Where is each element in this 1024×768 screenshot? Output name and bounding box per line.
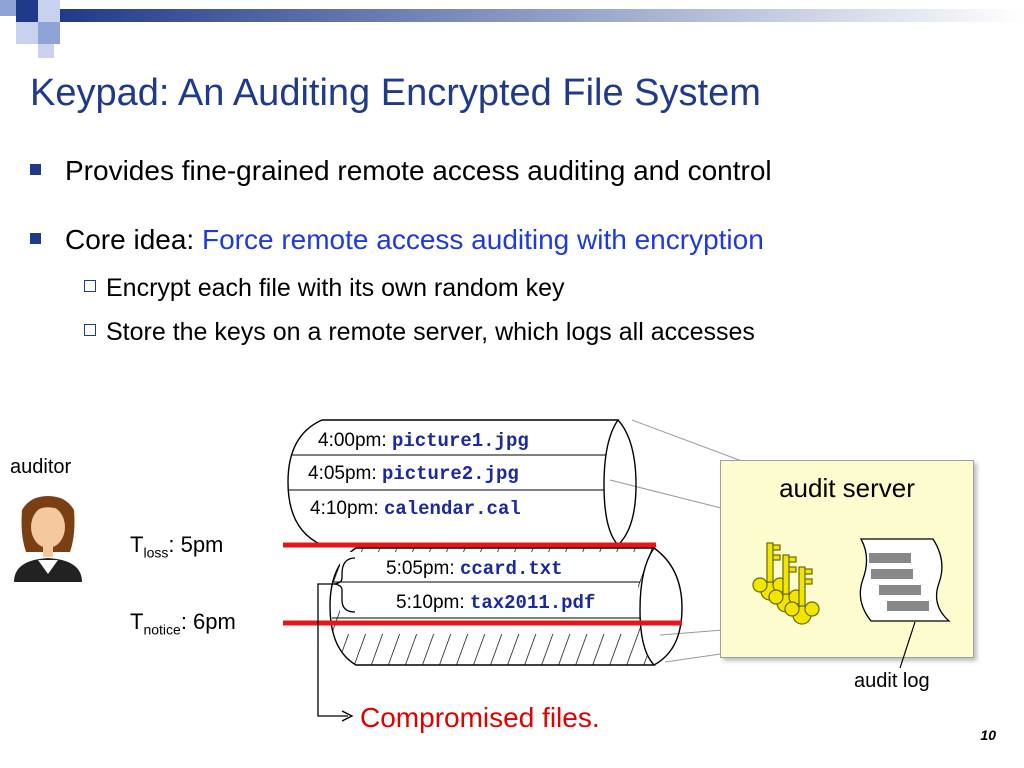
bullet-1: Provides fine-grained remote access audi… bbox=[30, 155, 772, 187]
slide-title: Keypad: An Auditing Encrypted File Syste… bbox=[30, 72, 761, 114]
core-idea-highlight: Force remote access auditing with encryp… bbox=[201, 224, 764, 255]
square-bullet-icon bbox=[30, 233, 41, 245]
keys-icon bbox=[752, 542, 820, 625]
square-bullet-icon bbox=[30, 164, 41, 176]
hollow-square-bullet-icon bbox=[84, 324, 96, 337]
audit-server-box: audit server bbox=[720, 460, 974, 658]
audit-server-title: audit server bbox=[779, 473, 915, 503]
log-entry: 4:00pm: picture1.jpg bbox=[318, 430, 529, 452]
log-entry: 4:05pm: picture2.jpg bbox=[308, 463, 519, 485]
t-notice-label: Tnotice: 6pm bbox=[130, 609, 236, 638]
auditor-label: auditor bbox=[10, 456, 72, 478]
auditor-person-icon bbox=[14, 496, 82, 582]
compromised-files-label: Compromised files. bbox=[360, 702, 600, 733]
audit-log-label: audit log bbox=[854, 670, 930, 692]
sub-bullet-2: Store the keys on a remote server, which… bbox=[84, 318, 755, 347]
bullet-2: Core idea: Force remote access auditing … bbox=[30, 224, 764, 256]
server-internals bbox=[752, 538, 951, 625]
corner-decoration bbox=[0, 0, 1024, 58]
audit-log-scroll-icon bbox=[859, 538, 951, 622]
t-loss-label: Tloss: 5pm bbox=[130, 532, 224, 561]
log-entry: 5:05pm: ccard.txt bbox=[386, 558, 563, 580]
arrow-icon bbox=[341, 710, 354, 722]
sub-bullet-1: Encrypt each file with its own random ke… bbox=[84, 274, 565, 303]
log-entry: 4:10pm: calendar.cal bbox=[310, 498, 521, 520]
page-number: 10 bbox=[980, 727, 996, 743]
hollow-square-bullet-icon bbox=[84, 280, 96, 293]
log-entry: 5:10pm: tax2011.pdf bbox=[396, 592, 596, 614]
